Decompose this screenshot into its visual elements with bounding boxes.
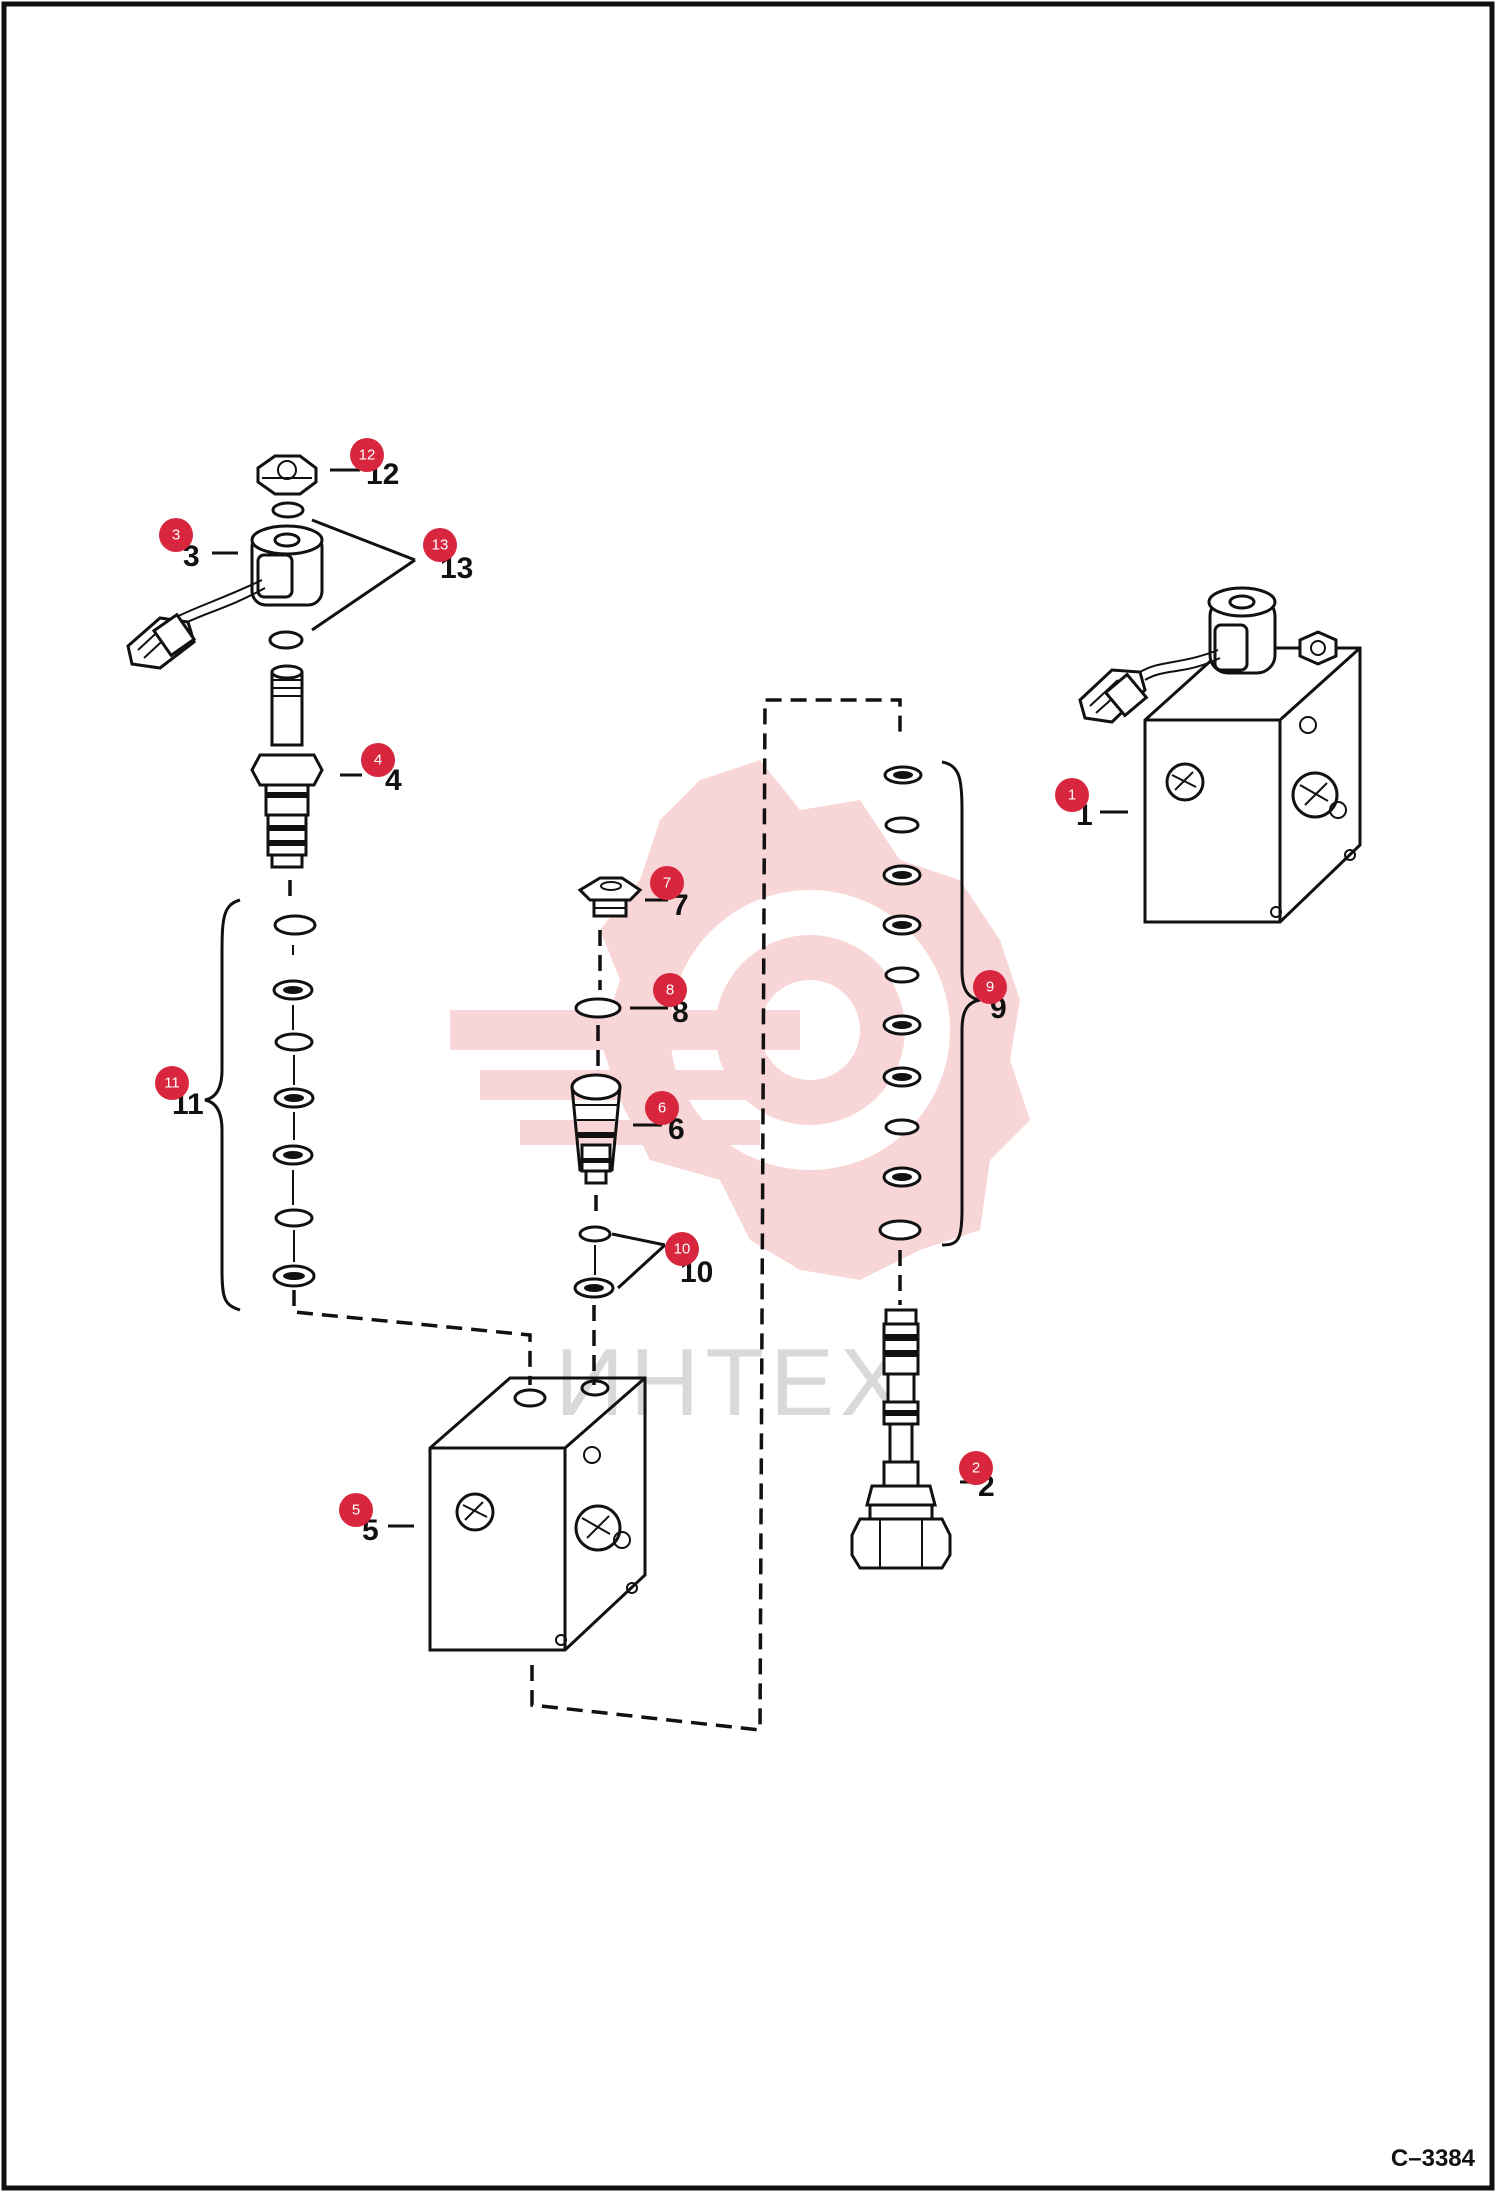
o-ring-coil-bottom: [268, 630, 304, 650]
backup-ring-item-10b: [573, 1277, 615, 1299]
callout-marker-6[interactable]: 6: [645, 1091, 679, 1125]
svg-text:5: 5: [352, 1502, 360, 1519]
o-ring-item-8: [574, 997, 622, 1019]
plug-item-7: [577, 876, 643, 918]
callout-marker-9[interactable]: 9: [973, 970, 1007, 1004]
part-number-3: 3: [183, 540, 200, 573]
seal-kit-item-9: [878, 765, 923, 1241]
svg-text:13: 13: [432, 537, 449, 554]
solenoid-coil-item-3: [126, 524, 324, 670]
o-ring-item-10a: [578, 1225, 612, 1243]
callout-marker-8[interactable]: 8: [653, 973, 687, 1007]
check-valve-item-6: [570, 1073, 622, 1185]
drawing-code: C–3384: [1391, 2145, 1476, 2172]
svg-text:2: 2: [972, 1460, 980, 1477]
callout-marker-11[interactable]: 11: [155, 1066, 189, 1100]
callout-marker-13[interactable]: 13: [423, 528, 457, 562]
svg-text:6: 6: [658, 1100, 666, 1117]
callout-marker-2[interactable]: 2: [959, 1451, 993, 1485]
svg-text:11: 11: [164, 1075, 180, 1092]
callout-marker-5[interactable]: 5: [339, 1493, 373, 1527]
watermark-logo: [450, 760, 1030, 1280]
callout-marker-3[interactable]: 3: [159, 518, 193, 552]
callout-marker-4[interactable]: 4: [361, 743, 395, 777]
svg-text:3: 3: [172, 527, 180, 544]
seal-kit-item-11: [272, 914, 317, 1288]
nut-item-12: [256, 454, 318, 496]
callout-marker-12[interactable]: 12: [350, 438, 384, 472]
watermark-text: ИНТЕХ: [555, 1329, 910, 1436]
cartridge-valve-item-4: [250, 664, 324, 869]
valve-block-item-5: [428, 1376, 647, 1652]
leader-lines: [212, 468, 1128, 1528]
callout-marker-1[interactable]: 1: [1055, 778, 1089, 812]
o-ring-top: [271, 501, 305, 519]
spool-valve-item-2: [850, 1308, 952, 1570]
brace-item-11: [204, 898, 241, 1312]
svg-text:7: 7: [663, 875, 671, 892]
svg-text:10: 10: [674, 1241, 691, 1258]
callout-marker-7[interactable]: 7: [650, 866, 684, 900]
svg-text:4: 4: [374, 752, 382, 769]
svg-text:9: 9: [986, 979, 994, 996]
callout-marker-10[interactable]: 10: [665, 1232, 699, 1266]
valve-assembly: [1078, 586, 1362, 924]
svg-text:1: 1: [1068, 787, 1076, 804]
svg-text:12: 12: [359, 447, 376, 464]
svg-text:8: 8: [666, 982, 674, 999]
